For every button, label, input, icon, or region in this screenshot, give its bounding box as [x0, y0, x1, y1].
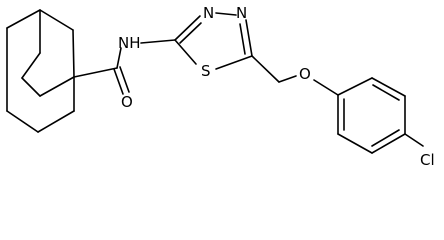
bond: [39, 76, 75, 97]
chlorophenyl-ring: [337, 77, 424, 154]
bond: [215, 12, 237, 16]
bond: [72, 29, 75, 78]
bond: [251, 55, 280, 83]
molecule-canvas: NH N N S O O Cl: [6, 4, 435, 169]
methylene-ether-linker: [251, 55, 339, 96]
carbonyl-double-bond: [113, 68, 124, 95]
bond: [337, 77, 373, 96]
thiadiazole-ring: [174, 12, 253, 70]
adamantane-cage: [6, 9, 75, 133]
bond: [337, 133, 373, 154]
bond: [278, 75, 297, 83]
carbonyl-oxygen-label: O: [121, 93, 133, 111]
bond: [215, 55, 253, 70]
bond: [174, 15, 201, 41]
ring-double-bond: [239, 23, 246, 55]
bond: [245, 19, 253, 57]
bond: [371, 77, 406, 97]
aromatic-inner-bond: [372, 84, 400, 101]
bond: [6, 9, 41, 29]
bond: [73, 67, 118, 78]
amide-nitrogen-label: NH: [118, 34, 141, 52]
bond: [140, 39, 176, 44]
bond: [371, 133, 406, 154]
bond: [37, 110, 75, 133]
aromatic-inner-bond: [371, 129, 400, 147]
bond: [21, 77, 41, 97]
bond: [39, 9, 74, 31]
bond: [21, 52, 41, 79]
chlorine-label: Cl: [420, 151, 435, 169]
amide-group: [73, 39, 176, 95]
ether-oxygen-label: O: [299, 65, 311, 83]
molecule-structure: NH N N S O O Cl: [6, 4, 435, 169]
ring-double-bond: [179, 22, 202, 44]
carbonyl-double-bond: [119, 66, 130, 93]
bond: [174, 39, 197, 65]
bond: [6, 110, 39, 133]
ring-nitrogen-right-label: N: [236, 4, 247, 22]
bond: [313, 79, 339, 96]
bond: [404, 133, 424, 147]
ring-nitrogen-left-label: N: [203, 4, 214, 22]
sulfur-label: S: [201, 62, 211, 80]
bond: [116, 47, 122, 69]
